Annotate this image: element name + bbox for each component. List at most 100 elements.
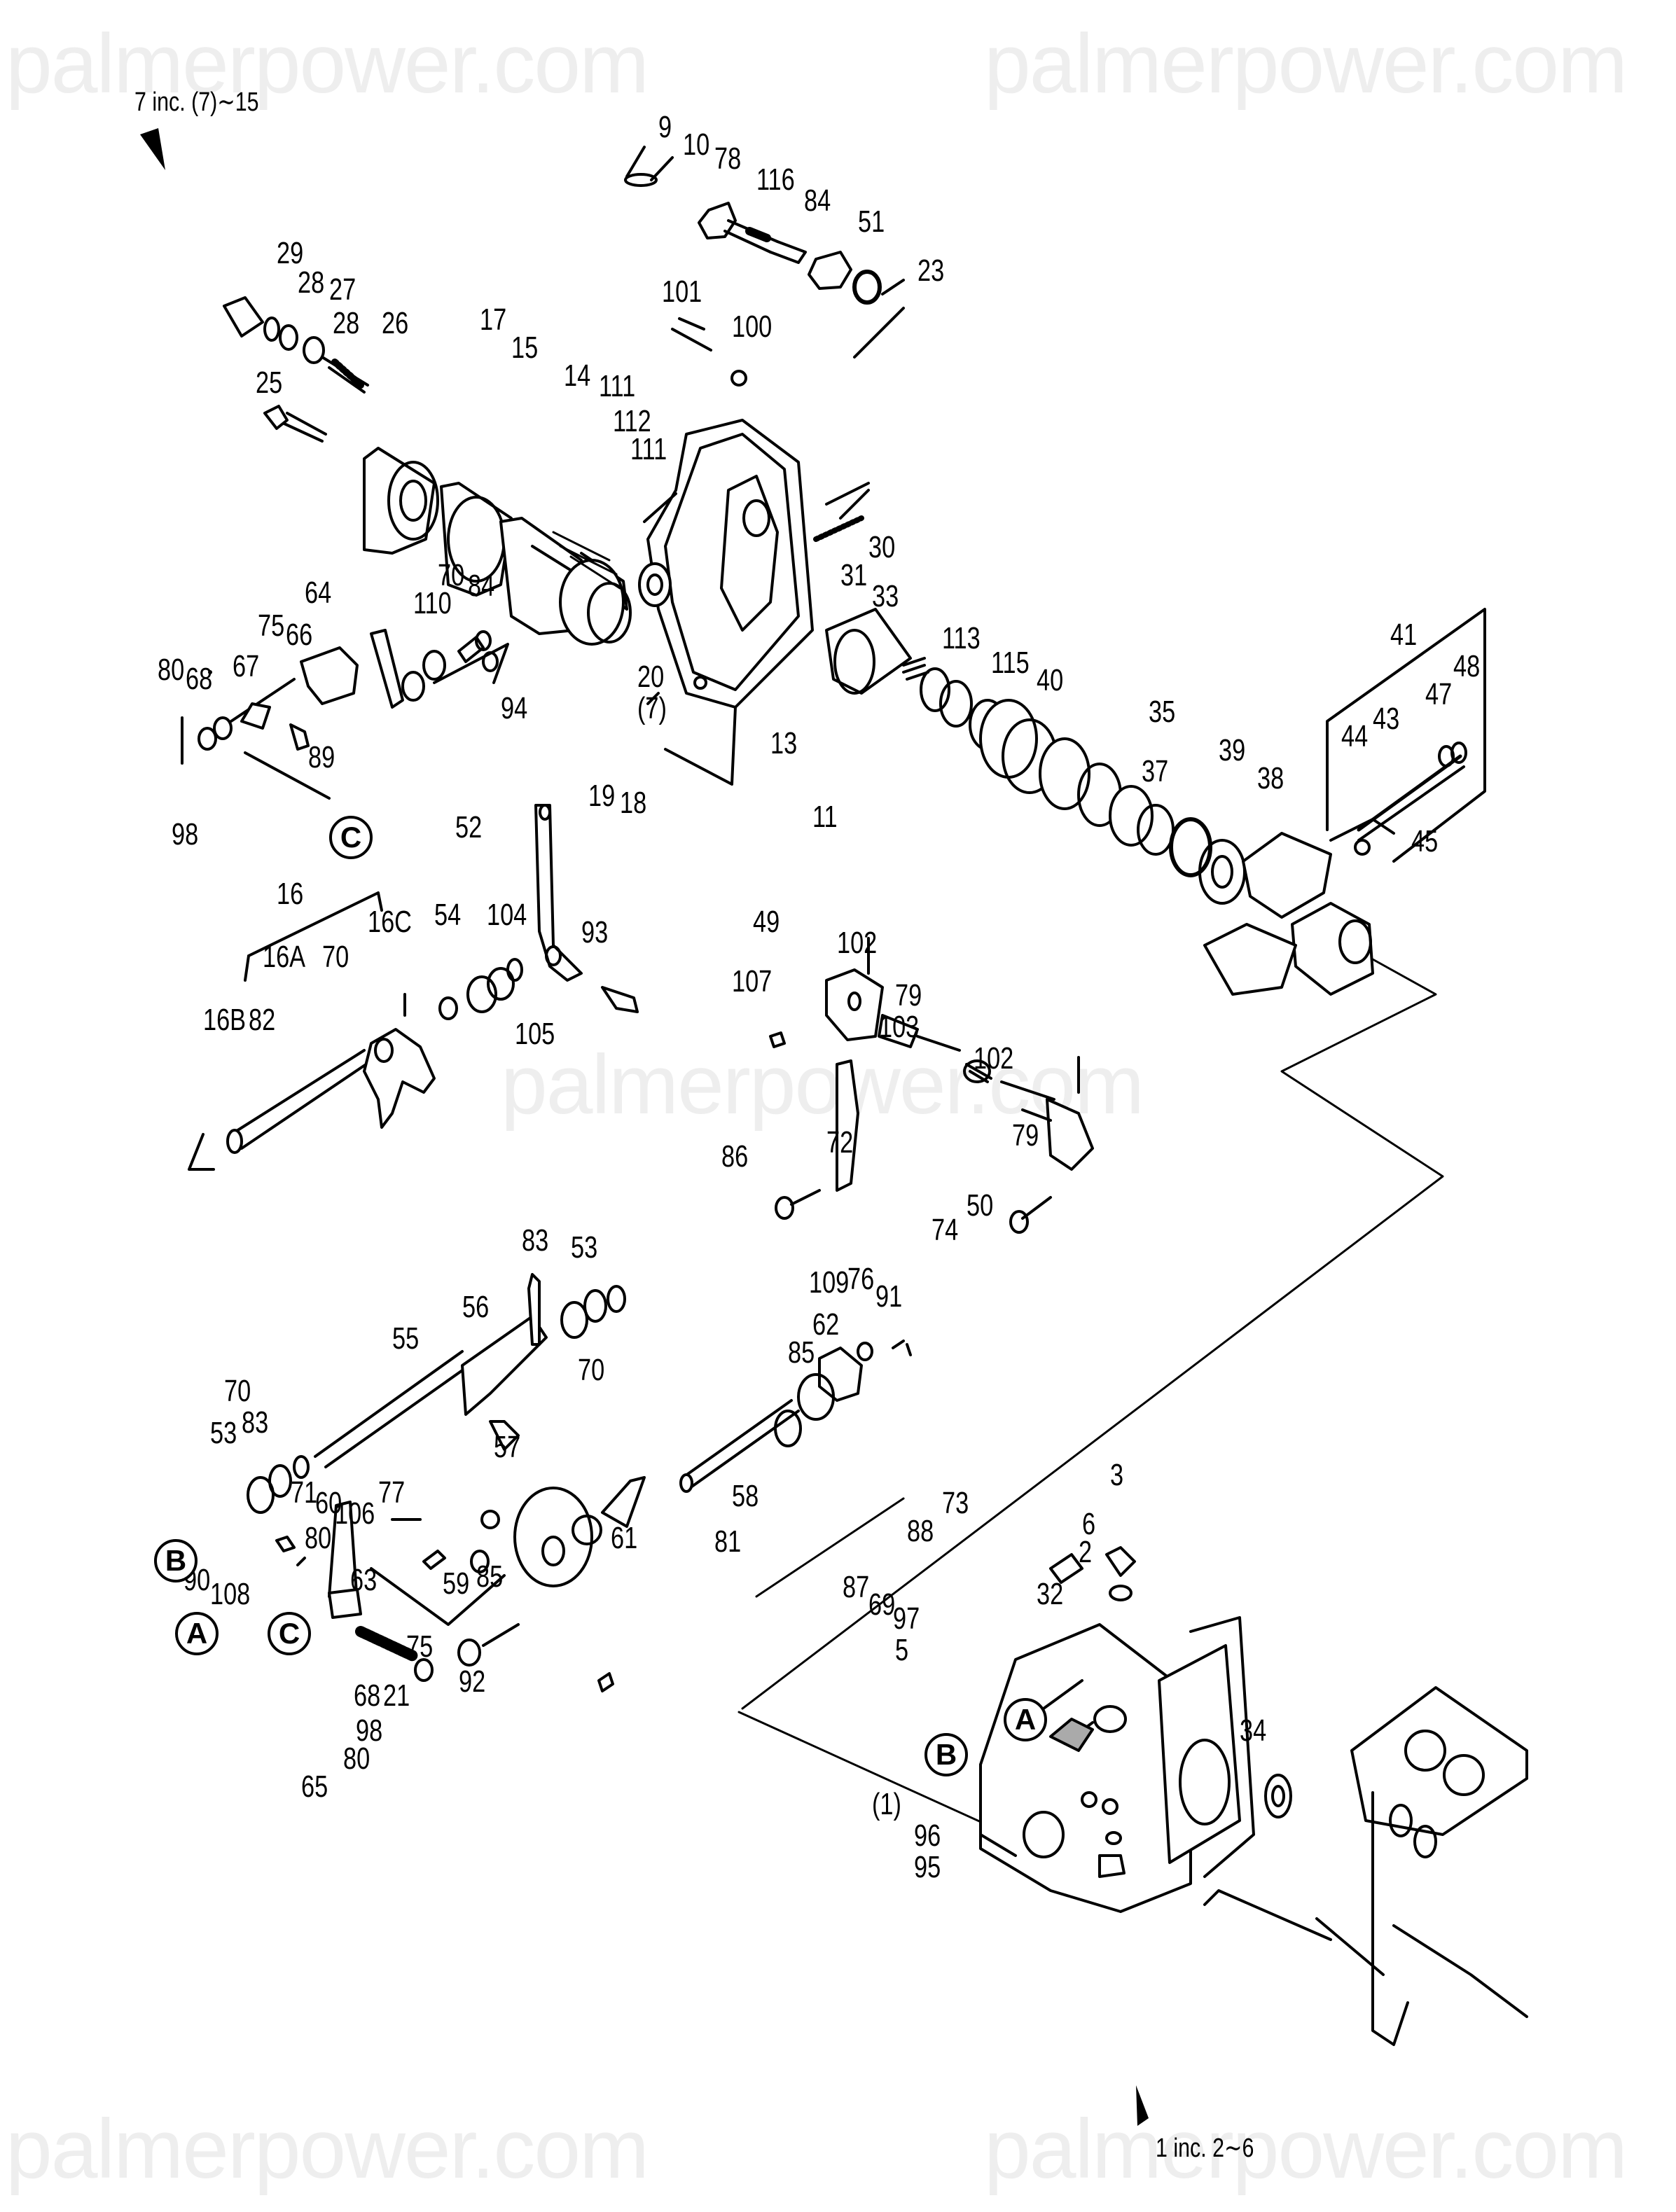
part-callout-104: 104 [487,898,527,932]
part-callout-45: 45 [1411,824,1439,858]
part-callout-54: 54 [434,898,462,932]
watermark-top-left: palmerpower.com [6,17,649,111]
part-callout-11: 11 [812,800,838,834]
part-callout-16C: 16C [368,905,412,939]
part-callout-86: 86 [721,1139,749,1174]
part-callout-35: 35 [1149,695,1176,729]
part-callout-103: 103 [879,1010,920,1044]
watermark-bottom-right: palmerpower.com [984,2102,1628,2196]
part-callout-16B: 16B [203,1003,247,1037]
part-callout-20: 20 [637,660,665,694]
part-callout-9: 9 [658,110,672,144]
governor-case-7 [638,317,870,786]
part-callout-72: 72 [826,1125,854,1160]
part-callout-109: 109 [809,1265,850,1300]
lever-shaft-55 [247,1273,626,1514]
part-callout-53a: 53 [571,1230,598,1265]
part-callout-66: 66 [286,618,313,652]
diaphragm-cover-17 [363,447,439,555]
part-callout-108: 108 [210,1577,251,1611]
part-callout-95: 95 [914,1850,941,1884]
part-callout-57: 57 [494,1430,521,1464]
part-callout-80b: 80 [305,1521,332,1555]
part-callout-26: 26 [382,306,409,340]
part-callout-59: 59 [443,1566,470,1601]
control-link-assembly-49-50 [769,937,1094,1234]
part-callout-16: 16 [277,877,304,911]
part-callout-18: 18 [620,786,647,820]
part-callout-77: 77 [378,1475,406,1510]
part-callout-88: 88 [907,1514,934,1548]
part-callout-21: 21 [383,1678,410,1713]
stop-lever-assembly-71 [275,1476,646,1692]
part-callout-28b: 28 [333,306,360,340]
part-callout-85b: 85 [476,1559,504,1594]
part-callout-39: 39 [1219,733,1246,767]
part-callout-82: 82 [249,1003,276,1037]
assembly-guide-lines [737,958,1444,1836]
governor-sleeve-assembly [825,608,1246,905]
part-callout-6: 6 [1082,1507,1096,1541]
part-callout-80c: 80 [343,1741,370,1776]
part-callout-3: 3 [1110,1458,1124,1492]
part-callout-23: 23 [917,253,945,288]
part-callout-83a: 83 [522,1223,549,1258]
part-callout-101: 101 [662,274,702,309]
governor-lever-assembly-41 [1203,608,1486,996]
part-callout-70b: 70 [322,940,349,974]
pump-housing-1 [979,1546,1332,1941]
arrow-marker-bottom [1136,2085,1149,2126]
part-callout-34: 34 [1240,1713,1267,1748]
part-callout-74: 74 [932,1213,959,1247]
part-callout-106: 106 [335,1496,375,1531]
reference-marker-a: A [175,1612,219,1655]
part-callout-75b: 75 [406,1629,434,1664]
reference-marker-c: C [329,816,373,859]
part-callout-112: 112 [613,404,651,438]
part-callout-102a: 102 [837,926,878,960]
part-callout-27: 27 [329,272,356,307]
part-callout-110: 110 [413,586,452,620]
watermark-bottom-left: palmerpower.com [6,2102,649,2196]
part-callout-83b: 83 [242,1405,269,1440]
part-callout-53b: 53 [210,1416,237,1450]
reference-marker-b: B [924,1733,968,1776]
link-lever-52 [534,804,639,1013]
engine-block-fragment [1315,1686,1528,2046]
part-callout-91: 91 [875,1279,903,1314]
part-callout-68b: 68 [354,1678,381,1713]
part-callout-19: 19 [588,779,616,813]
part-callout-37: 37 [1142,754,1169,788]
part-callout-113: 113 [942,621,981,655]
part-callout-85a: 85 [788,1335,815,1370]
part-callout-38: 38 [1257,761,1284,795]
part-callout-43: 43 [1373,702,1400,736]
part-callout-1: (1) [872,1787,901,1821]
fork-shaft-assembly-16 [188,891,523,1171]
part-callout-10: 10 [683,127,710,162]
part-callout-81: 81 [714,1524,742,1559]
gasket-15 [440,482,513,597]
part-callout-50: 50 [967,1188,994,1223]
part-callout-33: 33 [872,579,899,613]
part-callout-58: 58 [732,1479,759,1513]
part-callout-32: 32 [1037,1577,1064,1611]
part-callout-79b: 79 [1012,1118,1039,1153]
part-callout-65: 65 [301,1769,328,1804]
part-callout-78: 78 [714,141,742,176]
part-callout-97: 97 [893,1601,920,1636]
part-callout-51: 51 [858,204,885,239]
part-callout-87: 87 [843,1570,870,1604]
part-callout-31: 31 [840,558,868,592]
part-callout-49: 49 [753,905,780,939]
part-callout-7: (7) [637,691,667,725]
part-callout-84b: 84 [468,569,495,603]
part-callout-52: 52 [455,810,483,844]
part-callout-68a: 68 [186,662,213,696]
part-callout-94: 94 [501,691,528,725]
part-callout-79a: 79 [895,978,922,1013]
part-callout-41: 41 [1390,618,1418,652]
part-callout-76: 76 [847,1262,875,1296]
part-callout-60: 60 [315,1486,342,1520]
